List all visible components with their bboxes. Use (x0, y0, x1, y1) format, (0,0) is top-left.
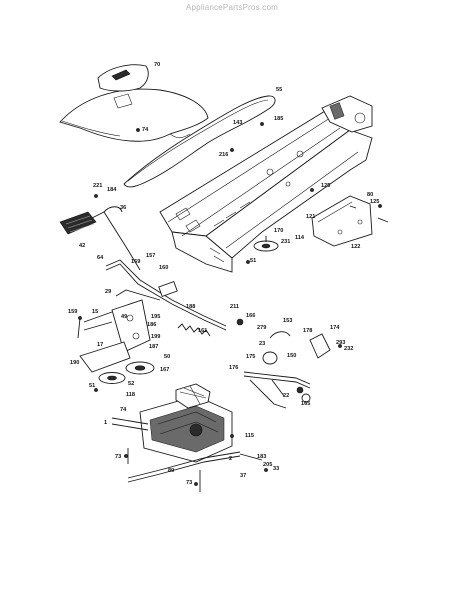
bracket-80 (311, 195, 389, 247)
callout-205: 205 (263, 462, 272, 468)
callout-186: 186 (147, 322, 156, 328)
callout-232: 232 (344, 346, 353, 352)
callout-165: 165 (301, 401, 310, 407)
pulley-170 (253, 236, 279, 252)
callout-51: 51 (250, 258, 256, 264)
callout-114: 114 (295, 235, 305, 241)
callout-33: 33 (273, 466, 279, 472)
callout-122: 122 (351, 244, 360, 250)
callout-159: 159 (68, 309, 77, 315)
callout-183: 183 (257, 454, 266, 460)
callout-160: 160 (159, 265, 168, 271)
bracket-190 (79, 341, 131, 373)
callout-199: 199 (151, 334, 160, 340)
pulley-52 (98, 372, 126, 384)
callout-64: 64 (97, 255, 104, 261)
callout-293: 293 (336, 340, 345, 346)
callout-185: 185 (274, 116, 283, 122)
shift-handle (59, 206, 141, 271)
pulley-50 (125, 361, 155, 375)
callout-17: 17 (97, 342, 103, 348)
callout-70: 70 (154, 62, 160, 68)
callout-176: 176 (229, 365, 238, 371)
callout-37: 37 (240, 473, 246, 479)
right-linkage (243, 331, 331, 409)
lever-assembly (77, 289, 161, 353)
frame-chassis (159, 95, 373, 273)
callout-73: 73 (186, 480, 192, 486)
callout-231: 231 (281, 239, 290, 245)
callout-169: 169 (131, 259, 140, 265)
callout-279: 279 (257, 325, 266, 331)
callout-188: 188 (186, 304, 195, 310)
callout-36: 36 (120, 205, 126, 211)
callout-73: 73 (115, 454, 121, 460)
callout-161: 161 (198, 328, 207, 334)
callout-170: 170 (274, 228, 283, 234)
callout-195: 195 (151, 314, 160, 320)
callout-80: 80 (367, 192, 373, 198)
callout-221: 221 (93, 183, 102, 189)
spring-161 (177, 323, 211, 337)
callout-50: 50 (164, 354, 170, 360)
callout-23: 23 (259, 341, 265, 347)
callout-74: 74 (142, 127, 149, 133)
callout-51: 51 (89, 383, 95, 389)
pedal-rod (105, 259, 227, 331)
callout-74: 74 (120, 407, 127, 413)
watermark: AppliancePartsPros.com (186, 3, 278, 12)
callout-150: 150 (287, 353, 296, 359)
callout-184: 184 (107, 187, 117, 193)
shift-rod-89 (127, 451, 263, 483)
fasteners (78, 122, 382, 486)
callout-187: 187 (149, 344, 158, 350)
transaxle (111, 383, 233, 492)
callout-157: 157 (146, 253, 155, 259)
drive-belt (123, 95, 276, 188)
callout-115: 115 (245, 433, 254, 439)
callout-49: 49 (121, 314, 127, 320)
callout-121: 121 (306, 214, 315, 220)
callout-125: 125 (370, 199, 379, 205)
hood-fender (59, 64, 209, 142)
callout-118: 118 (126, 392, 135, 398)
callout-175: 175 (246, 354, 255, 360)
callout-153: 153 (283, 318, 292, 324)
callout-55: 55 (276, 87, 282, 93)
callout-15: 15 (92, 309, 98, 315)
callout-166: 166 (246, 313, 255, 319)
callout-2: 2 (229, 456, 232, 462)
callout-labels: 7074551431852162211843612580125421702311… (68, 62, 379, 486)
callout-211: 211 (230, 304, 239, 310)
callout-216: 216 (219, 152, 228, 158)
callout-178: 178 (303, 328, 312, 334)
callout-190: 190 (70, 360, 79, 366)
callout-174: 174 (330, 325, 340, 331)
callout-89: 89 (168, 468, 174, 474)
callout-29: 29 (105, 289, 111, 295)
callout-1: 1 (104, 420, 107, 426)
callout-22: 22 (283, 393, 289, 399)
callout-42: 42 (79, 243, 85, 249)
callout-167: 167 (160, 367, 169, 373)
callout-125: 125 (321, 183, 330, 189)
callout-143: 143 (233, 120, 242, 126)
callout-52: 52 (128, 381, 134, 387)
